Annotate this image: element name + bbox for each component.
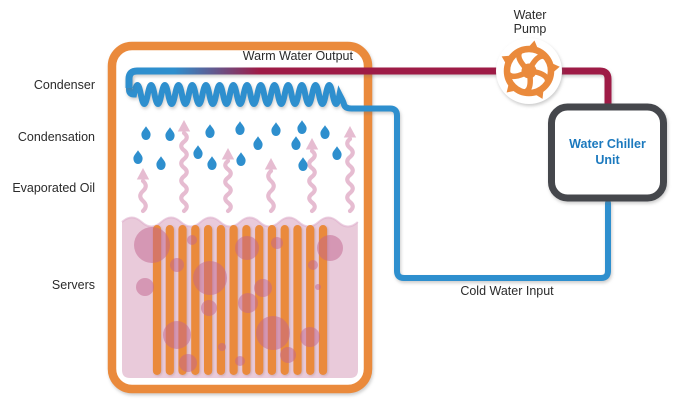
oil-bubble (317, 235, 343, 261)
water-pump-icon (496, 38, 562, 104)
vapor-arrow (221, 148, 235, 214)
evaporated-oil-label: Evaporated Oil (12, 181, 95, 195)
warm-water-pipe (125, 67, 612, 109)
oil-bubble (163, 321, 191, 349)
servers-label: Servers (51, 278, 95, 292)
condenser-label: Condenser (33, 78, 95, 92)
evaporated-oil-arrows (136, 120, 357, 214)
vapor-arrow (343, 126, 357, 214)
water-droplet (236, 152, 246, 166)
oil-bubble (315, 284, 321, 290)
server-bar (306, 225, 315, 375)
water-pump-label: Water Pump (514, 8, 547, 37)
water-droplet (291, 136, 301, 150)
warm-water-output-label: Warm Water Output (242, 49, 353, 63)
water-droplet (165, 127, 175, 141)
server-bar (191, 225, 200, 375)
oil-bubble (134, 227, 170, 263)
water-chiller-unit-label: Water Chiller Unit (569, 137, 646, 167)
oil-bubble (271, 237, 283, 249)
vapor-arrow (177, 120, 191, 214)
server-bar (216, 225, 225, 375)
water-droplet (205, 124, 215, 138)
oil-bubble (193, 261, 227, 295)
vapor-arrow (136, 168, 150, 214)
condenser-coil-and-cold-pipe (126, 75, 611, 281)
condensation-label: Condensation (17, 130, 95, 144)
server-bar (178, 225, 187, 375)
water-droplet (141, 126, 151, 140)
water-droplet (332, 146, 342, 160)
oil-bubble (235, 356, 245, 366)
water-droplet (193, 145, 203, 159)
water-pump-label-line1: Water (513, 8, 547, 22)
oil-bubble (308, 260, 318, 270)
oil-bubble (238, 293, 258, 313)
water-droplet (253, 136, 263, 150)
oil-bubble (136, 278, 154, 296)
cold-water-input-label: Cold Water Input (460, 284, 554, 298)
water-droplet (298, 157, 308, 171)
water-droplet (297, 120, 307, 134)
water-droplet (133, 150, 143, 164)
oil-bubble (235, 236, 259, 260)
water-pump-label-line2: Pump (513, 22, 547, 37)
oil-bubble (170, 258, 184, 272)
water-droplet (271, 122, 281, 136)
vapor-arrow (305, 138, 319, 214)
condensation-droplets (133, 120, 342, 171)
oil-bubble (254, 279, 272, 297)
oil-bubble (280, 347, 296, 363)
water-chiller-unit-box (548, 103, 667, 202)
water-droplet (320, 125, 330, 139)
oil-bubble (179, 354, 197, 372)
server-bar (229, 225, 238, 375)
oil-bubble (300, 327, 320, 347)
water-droplet (156, 156, 166, 170)
vapor-arrow (264, 158, 278, 214)
oil-bubble (256, 316, 290, 350)
oil-bubble (218, 343, 226, 351)
server-bar (204, 225, 213, 375)
oil-bubbles (134, 227, 343, 372)
server-bar (318, 225, 328, 375)
oil-bubble (187, 235, 197, 245)
server-bar (293, 225, 302, 375)
oil-bubble (201, 300, 217, 316)
water-droplet (207, 156, 217, 170)
water-droplet (235, 121, 245, 135)
